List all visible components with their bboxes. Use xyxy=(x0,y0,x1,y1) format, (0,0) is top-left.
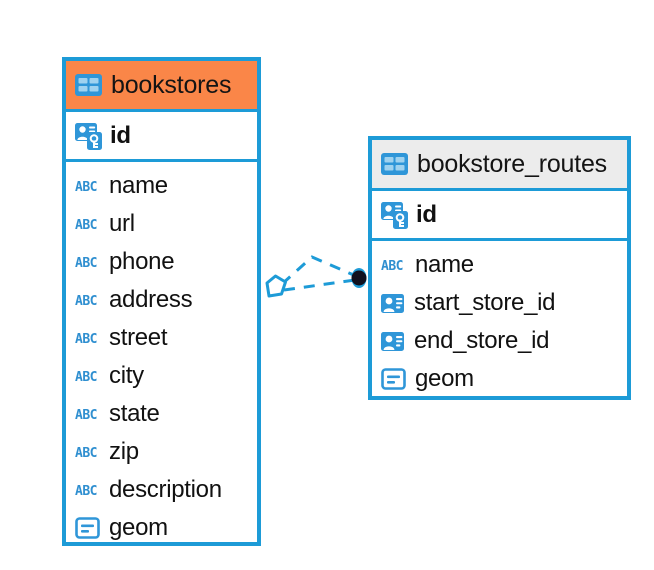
field-label-phone: phone xyxy=(109,248,175,275)
abc-text-icon: ABC xyxy=(75,445,101,461)
svg-text:ABC: ABC xyxy=(75,256,97,269)
filled-circle-marker xyxy=(351,268,367,288)
abc-text-icon: ABC xyxy=(75,407,101,423)
abc-text-icon: ABC xyxy=(75,483,101,499)
field-row-description[interactable]: ABC description xyxy=(66,471,257,509)
field-label-start-store-id: start_store_id xyxy=(414,289,556,316)
field-row-state[interactable]: ABC state xyxy=(66,395,257,433)
field-row-street[interactable]: ABC street xyxy=(66,319,257,357)
relationship-connector[interactable] xyxy=(255,240,380,315)
field-row-url[interactable]: ABC url xyxy=(66,205,257,243)
field-label-city: city xyxy=(109,362,144,389)
svg-text:ABC: ABC xyxy=(75,370,97,383)
field-label-name: name xyxy=(415,251,474,278)
field-row-name[interactable]: ABC name xyxy=(372,246,627,284)
primary-key-icon xyxy=(75,122,102,150)
abc-text-icon: ABC xyxy=(75,369,101,385)
field-row-id[interactable]: id xyxy=(372,191,627,238)
field-row-address[interactable]: ABC address xyxy=(66,281,257,319)
field-label-end-store-id: end_store_id xyxy=(414,327,550,354)
field-label-geom: geom xyxy=(415,365,474,392)
diamond-polygon-marker xyxy=(265,274,287,298)
svg-text:ABC: ABC xyxy=(75,218,97,231)
abc-text-icon: ABC xyxy=(75,217,101,233)
primary-key-section-bookstores: id xyxy=(66,112,257,162)
field-label-id: id xyxy=(416,200,437,228)
svg-text:ABC: ABC xyxy=(381,259,403,272)
field-row-phone[interactable]: ABC phone xyxy=(66,243,257,281)
relationship-line-upper xyxy=(280,255,357,286)
primary-key-section-bookstore-routes: id xyxy=(372,191,627,241)
field-label-name: name xyxy=(109,172,168,199)
foreign-key-icon xyxy=(381,291,406,316)
svg-text:ABC: ABC xyxy=(75,408,97,421)
entity-title-bookstores: bookstores xyxy=(111,70,232,99)
field-row-start-store-id[interactable]: start_store_id xyxy=(372,284,627,322)
primary-key-icon xyxy=(381,201,408,229)
field-label-zip: zip xyxy=(109,438,139,465)
entity-table-bookstore-routes[interactable]: bookstore_routes xyxy=(368,136,631,400)
field-row-id[interactable]: id xyxy=(66,112,257,159)
table-icon xyxy=(381,153,408,175)
foreign-key-icon xyxy=(381,329,406,354)
geometry-icon xyxy=(381,367,407,391)
fields-section-bookstores: ABC name ABC url ABC p xyxy=(66,162,257,547)
field-label-id: id xyxy=(110,121,131,149)
abc-text-icon: ABC xyxy=(75,179,101,195)
svg-text:ABC: ABC xyxy=(75,294,97,307)
field-row-geom[interactable]: geom xyxy=(372,360,627,398)
field-label-address: address xyxy=(109,286,193,313)
entity-table-bookstores[interactable]: bookstores xyxy=(62,57,261,546)
abc-text-icon: ABC xyxy=(75,255,101,271)
field-row-end-store-id[interactable]: end_store_id xyxy=(372,322,627,360)
field-label-street: street xyxy=(109,324,168,351)
field-row-name[interactable]: ABC name xyxy=(66,167,257,205)
svg-text:ABC: ABC xyxy=(75,446,97,459)
field-label-geom: geom xyxy=(109,514,168,541)
abc-text-icon: ABC xyxy=(381,258,407,274)
svg-text:ABC: ABC xyxy=(75,332,97,345)
field-row-city[interactable]: ABC city xyxy=(66,357,257,395)
entity-header-bookstore-routes[interactable]: bookstore_routes xyxy=(372,140,627,191)
table-icon xyxy=(75,74,102,96)
relationship-line-lower xyxy=(283,278,356,292)
field-label-state: state xyxy=(109,400,160,427)
svg-text:ABC: ABC xyxy=(75,484,97,497)
field-row-geom[interactable]: geom xyxy=(66,509,257,547)
geometry-icon xyxy=(75,516,101,540)
fields-section-bookstore-routes: ABC name start_store_id xyxy=(372,241,627,398)
svg-text:ABC: ABC xyxy=(75,180,97,193)
abc-text-icon: ABC xyxy=(75,293,101,309)
entity-title-bookstore-routes: bookstore_routes xyxy=(417,149,607,178)
entity-header-bookstores[interactable]: bookstores xyxy=(66,61,257,112)
field-row-zip[interactable]: ABC zip xyxy=(66,433,257,471)
field-label-url: url xyxy=(109,210,135,237)
abc-text-icon: ABC xyxy=(75,331,101,347)
field-label-description: description xyxy=(109,476,222,503)
